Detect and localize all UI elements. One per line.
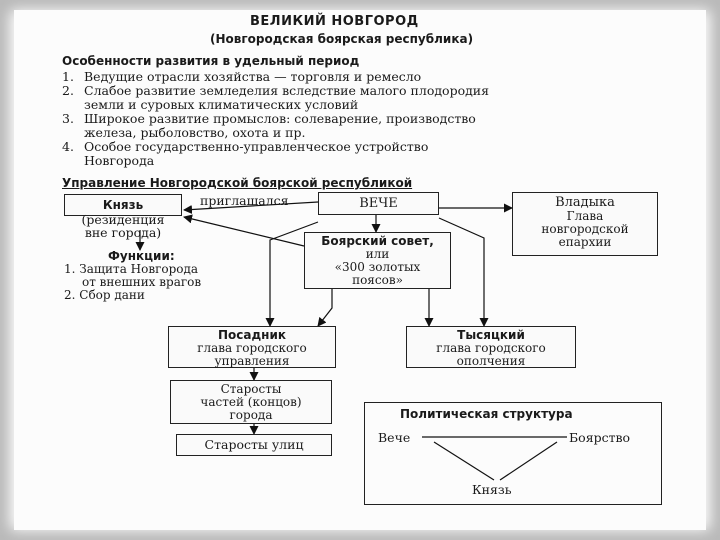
elders-ends-line: города [229, 408, 273, 422]
tysyatsky-line: глава городского [436, 341, 546, 355]
posadnik-title: Посадник [217, 328, 287, 342]
functions-item: 2. Сбор дани [64, 288, 145, 302]
features-item-line: земли и суровых климатических условий [84, 97, 359, 112]
governance-heading: Управление Новгородской боярской республ… [62, 176, 413, 190]
features-item-number: 1. [62, 69, 74, 84]
vladyka-line: епархии [558, 235, 612, 249]
functions-item: от внешних врагов [82, 275, 202, 289]
features-item-line: Слабое развитие земледелия вследствие ма… [84, 83, 490, 98]
page-title: ВЕЛИКИЙ НОВГОРОД [250, 14, 419, 29]
knyaz-note-line: (резиденция [81, 212, 165, 227]
council-line: «300 золотых [334, 260, 421, 274]
political-veche: Вече [378, 430, 411, 445]
arrow-veche-to-tysyatsky [438, 217, 489, 327]
elders-ends-line: частей (концов) [200, 395, 302, 409]
features-item-line: Новгорода [84, 153, 155, 168]
elders-streets-label: Старосты улиц [204, 437, 304, 452]
political-knyaz: Князь [472, 482, 512, 497]
connector-lines [135, 201, 567, 481]
elders-ends-box: Старосты частей (концов) города [170, 380, 332, 424]
tysyatsky-box: Тысяцкий глава городского ополчения [406, 326, 576, 368]
arrow-veche-to-posadnik [265, 221, 319, 327]
knyaz-note-line: вне города) [84, 225, 162, 240]
features-item-line: железа, рыболовство, охота и пр. [84, 125, 306, 140]
political-structure-box [364, 402, 662, 505]
council-line: или [365, 247, 390, 261]
invited-label: приглашался [200, 193, 289, 208]
council-line: поясов» [352, 273, 403, 287]
tysyatsky-line: ополчения [456, 354, 526, 368]
elders-ends-line: Старосты [220, 382, 282, 396]
features-item-line: Ведущие отрасли хозяйства — торговля и р… [84, 69, 422, 84]
knyaz-note: (резиденция вне города) [64, 213, 182, 239]
page-subtitle: (Новгородская боярская республика) [210, 32, 474, 46]
boyar-council-box: Боярский совет, или «300 золотых поясов» [304, 232, 451, 289]
slide: ВЕЛИКИЙ НОВГОРОД (Новгородская боярская … [14, 10, 706, 530]
knyaz-label: Князь [102, 198, 144, 212]
posadnik-line: глава городского [197, 341, 307, 355]
arrow-veche-to-knyaz [183, 201, 319, 215]
functions-block: Функции: 1. Защита Новгорода от внешних … [64, 250, 201, 302]
council-title: Боярский совет, [321, 234, 434, 248]
triangle-right-line [499, 441, 558, 481]
knyaz-box: Князь [64, 194, 182, 216]
vladyka-line: новгородской [541, 222, 629, 236]
arrow-council-to-posadnik [317, 282, 333, 327]
posadnik-line: управления [214, 354, 290, 368]
features-item-line: Широкое развитие промыслов: солеварение,… [84, 111, 476, 126]
tysyatsky-title: Тысяцкий [457, 328, 525, 342]
veche-box: ВЕЧЕ [318, 192, 439, 215]
vladyka-title: Владыка [555, 195, 615, 210]
vladyka-line: Глава [566, 209, 604, 223]
political-boyars: Боярство [569, 430, 631, 445]
features-item-number: 2. [62, 83, 74, 98]
triangle-left-line [433, 441, 495, 481]
vladyka-box: Владыка Глава новгородской епархии [512, 192, 658, 256]
posadnik-box: Посадник глава городского управления [168, 326, 336, 368]
features-item-number: 4. [62, 139, 74, 154]
features-item-line: Особое государственно-управленческое уст… [84, 139, 429, 154]
elders-streets-box: Старосты улиц [176, 434, 332, 456]
features-heading: Особенности развития в удельный период [62, 54, 360, 68]
features-item-number: 3. [62, 111, 74, 126]
arrow-council-to-knyaz [183, 214, 305, 247]
veche-label: ВЕЧЕ [359, 196, 398, 211]
functions-item: 1. Защита Новгорода [64, 262, 199, 276]
functions-heading: Функции: [108, 249, 175, 263]
political-heading: Политическая структура [400, 407, 573, 421]
